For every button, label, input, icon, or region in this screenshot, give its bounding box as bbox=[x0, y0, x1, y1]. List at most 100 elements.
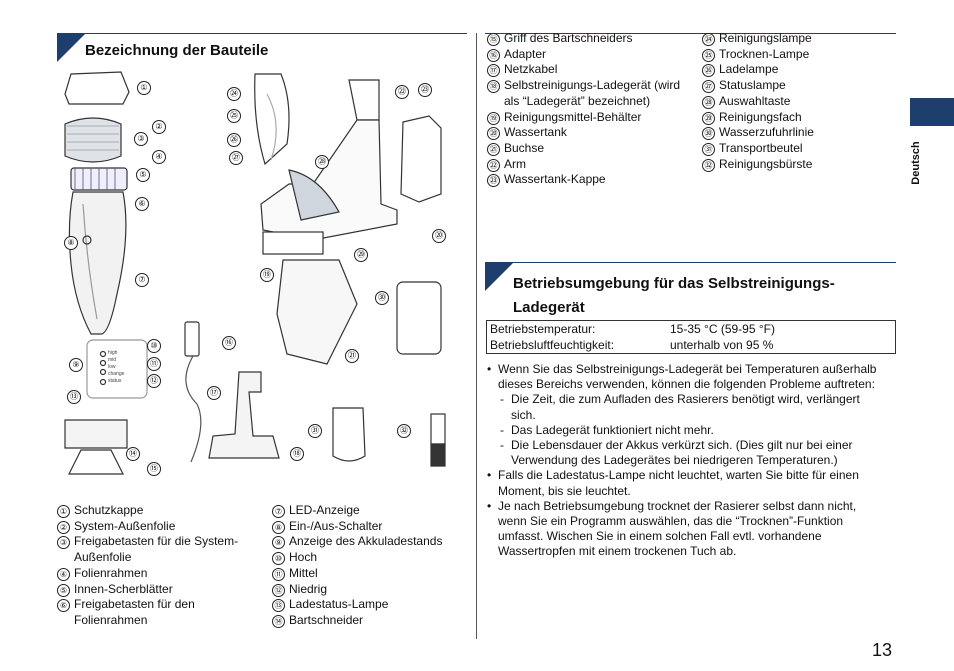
top-rule-right bbox=[485, 33, 896, 34]
callout-2: ② bbox=[152, 120, 166, 134]
item-label: Wassertank-Kappe bbox=[504, 172, 606, 187]
callout-22: ㉒ bbox=[395, 85, 409, 99]
cleaning-brush-illustration bbox=[430, 413, 446, 445]
shaver-body-illustration bbox=[68, 191, 127, 335]
item-number: ④ bbox=[57, 567, 70, 581]
item-label: Buchse bbox=[504, 140, 545, 155]
language-label-text: Deutsch bbox=[910, 141, 922, 185]
environment-table: Betriebstemperatur: 15-35 °C (59-95 °F) … bbox=[486, 320, 896, 354]
small-charger-illustration bbox=[208, 371, 280, 459]
item-number: ㉜ bbox=[702, 158, 715, 172]
item-label: Adapter bbox=[504, 46, 547, 61]
item-number: ⑬ bbox=[272, 599, 285, 613]
item-number: ㉖ bbox=[702, 64, 715, 78]
list-item: ㉑ Buchse bbox=[487, 141, 692, 157]
item-number: ② bbox=[57, 520, 70, 534]
callout-13: ⑬ bbox=[67, 390, 81, 404]
callout-23: ㉓ bbox=[418, 83, 432, 97]
section-title-environment: Betriebsumgebung für das Selbstreinigung… bbox=[513, 272, 835, 320]
section-title-line-1: Betriebsumgebung für das Selbstreinigung… bbox=[513, 275, 835, 292]
heading-corner-marker bbox=[57, 34, 85, 62]
callout-7: ⑦ bbox=[135, 273, 149, 287]
item-number: ㉓ bbox=[487, 174, 500, 188]
callout-1: ① bbox=[137, 81, 151, 95]
callout-19: ⑲ bbox=[260, 268, 274, 282]
item-label: Freigabetasten für die System-Außenfolie bbox=[74, 534, 239, 565]
callout-31: ㉛ bbox=[308, 424, 322, 438]
item-number: ㉛ bbox=[702, 142, 715, 156]
item-label: LED-Anzeige bbox=[289, 503, 360, 517]
callout-32: ㉜ bbox=[397, 424, 411, 438]
adapter-illustration bbox=[184, 321, 200, 357]
callout-15: ⑮ bbox=[147, 462, 161, 476]
led-label-high: high bbox=[108, 350, 118, 356]
item-label: Wasserzufuhrlinie bbox=[719, 125, 814, 140]
led-labels: high mid low change status bbox=[108, 350, 124, 385]
item-label: Innen-Scherblätter bbox=[74, 581, 173, 596]
note-item: Wenn Sie das Selbstreinigungs-Ladegerät … bbox=[485, 362, 885, 468]
callout-17: ⑰ bbox=[207, 386, 221, 400]
led-label-change: change bbox=[108, 371, 125, 377]
callout-5: ⑤ bbox=[136, 168, 150, 182]
led-label-low: low bbox=[108, 364, 116, 370]
item-number: ⑥ bbox=[57, 599, 70, 613]
callout-11: ⑪ bbox=[147, 357, 161, 371]
item-label: Niedrig bbox=[289, 581, 328, 596]
item-number: ⑯ bbox=[487, 48, 500, 62]
led-panel-illustration bbox=[86, 339, 148, 399]
item-label: Trocknen-Lampe bbox=[719, 46, 810, 61]
list-item: ㉙ Reinigungsfach bbox=[702, 110, 897, 126]
sub-note-item: Die Lebensdauer der Akkus verkürzt sich.… bbox=[485, 438, 885, 468]
callout-21: ㉑ bbox=[345, 349, 359, 363]
water-tank-illustration bbox=[400, 115, 442, 203]
protective-cap-illustration bbox=[64, 71, 130, 105]
top-rule-left bbox=[57, 33, 467, 34]
section2-rule bbox=[485, 262, 896, 263]
item-label: Wassertank bbox=[504, 125, 567, 140]
item-label: Transportbeutel bbox=[719, 140, 803, 155]
item-label: Hoch bbox=[289, 550, 318, 565]
led-label-status: status bbox=[108, 378, 122, 384]
item-label: Ein-/Aus-Schalter bbox=[289, 518, 383, 533]
callout-12: ⑫ bbox=[147, 374, 161, 388]
item-number: ㉑ bbox=[487, 142, 500, 156]
list-item: ㉓ Wassertank-Kappe bbox=[487, 172, 692, 188]
item-number: ⑭ bbox=[272, 614, 285, 628]
language-tab-marker bbox=[910, 98, 954, 126]
sub-notes-list: Die Zeit, die zum Aufladen des Rasierers… bbox=[485, 392, 885, 468]
sub-note-item: Die Zeit, die zum Aufladen des Rasierers… bbox=[485, 392, 885, 422]
table-cell-label: Betriebsluftfeuchtigkeit: bbox=[490, 338, 615, 352]
callout-9: ⑨ bbox=[69, 358, 83, 372]
item-label: Schutzkappe bbox=[74, 503, 144, 517]
item-number: ① bbox=[57, 505, 70, 518]
item-number: ⑧ bbox=[272, 520, 285, 534]
callout-26: ㉖ bbox=[227, 133, 241, 147]
heading-corner-marker-2 bbox=[485, 263, 513, 291]
item-number: ㉕ bbox=[702, 48, 715, 62]
callout-27: ㉗ bbox=[229, 151, 243, 165]
item-label: Reinigungsfach bbox=[719, 109, 802, 124]
table-cell-value: 15-35 °C (59-95 °F) bbox=[670, 322, 775, 336]
item-number: ㉙ bbox=[702, 111, 715, 125]
item-number: ⑮ bbox=[487, 33, 500, 46]
callout-25: ㉕ bbox=[227, 109, 241, 123]
callout-8: ⑧ bbox=[64, 236, 78, 250]
callout-24: ㉔ bbox=[227, 87, 241, 101]
